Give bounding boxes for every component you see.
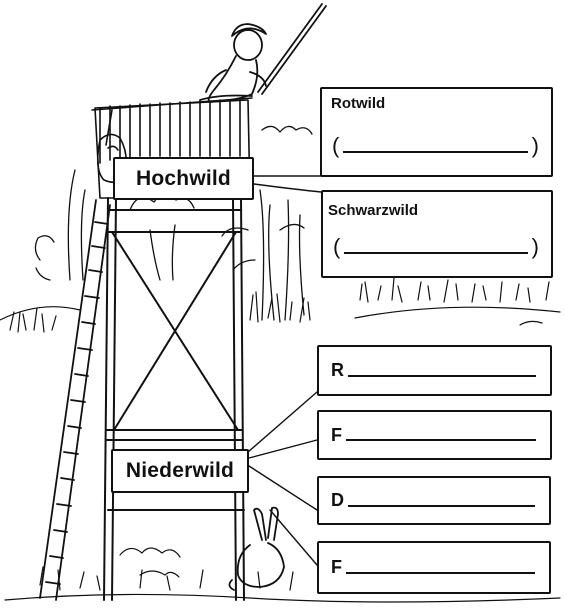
answer-line <box>346 571 535 574</box>
answer-field-r[interactable]: R <box>331 347 536 394</box>
tower <box>103 197 245 601</box>
letter-f: F <box>331 557 342 577</box>
open-paren: ( <box>333 234 341 259</box>
answer-box-rotwild: Rotwild ( ) <box>320 87 553 177</box>
answer-line <box>343 151 528 153</box>
connector-lines <box>247 175 322 566</box>
sign-hochwild-label: Hochwild <box>136 166 231 190</box>
answer-field-f1[interactable]: F <box>331 412 536 458</box>
close-paren: ) <box>531 133 539 158</box>
box-title-rotwild: Rotwild <box>331 95 386 112</box>
answer-box-d: D <box>317 476 551 525</box>
sign-niederwild: Niederwild <box>111 449 249 493</box>
trees <box>34 125 313 321</box>
answer-box-f1: F <box>317 410 552 460</box>
answer-line <box>348 504 535 507</box>
answer-box-r: R <box>317 345 552 396</box>
letter-d: D <box>331 490 344 510</box>
answer-line <box>348 374 536 377</box>
answer-box-schwarzwild: Schwarzwild ( ) <box>321 190 553 278</box>
letter-f: F <box>331 424 342 445</box>
answer-box-f2: F <box>317 541 551 594</box>
answer-field-f2[interactable]: F <box>331 543 535 592</box>
answer-line <box>346 439 536 441</box>
letter-r: R <box>331 360 344 380</box>
answer-field-rotwild[interactable]: ( ) <box>332 133 539 159</box>
answer-field-d[interactable]: D <box>331 478 535 523</box>
meadow <box>0 277 561 603</box>
hunter <box>199 3 327 103</box>
ladder <box>39 199 111 601</box>
box-title-schwarzwild: Schwarzwild <box>328 202 419 219</box>
sign-hochwild: Hochwild <box>113 157 254 200</box>
close-paren: ) <box>531 234 539 259</box>
answer-field-schwarzwild[interactable]: ( ) <box>333 234 539 260</box>
hare <box>228 506 285 591</box>
answer-line <box>344 252 528 254</box>
open-paren: ( <box>332 133 340 158</box>
sign-niederwild-label: Niederwild <box>125 459 235 482</box>
